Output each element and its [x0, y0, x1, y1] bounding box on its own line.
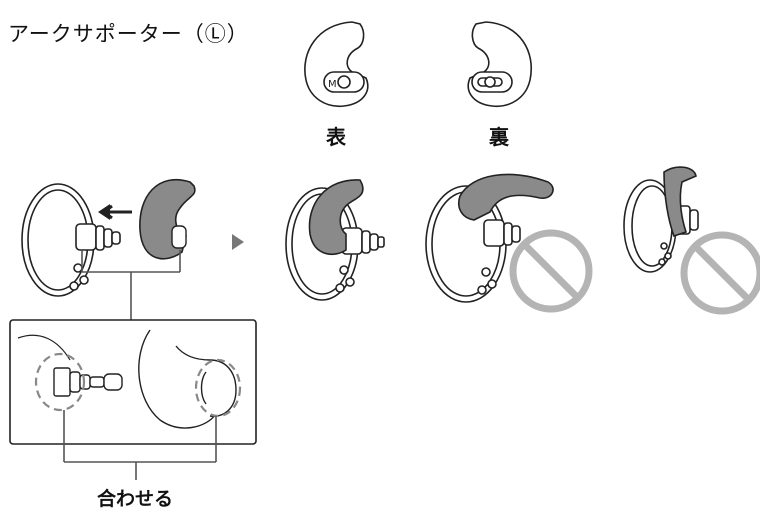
- arc-supporter-back-drawing: [467, 21, 532, 107]
- prohibited-symbol-2: [680, 231, 760, 315]
- arc-supporter-correct: [308, 179, 364, 256]
- next-step-arrow: [232, 234, 244, 250]
- highlight-circle-earbud: [34, 352, 86, 412]
- callout-connector: [81, 250, 181, 320]
- detail-earbud-nozzle: [53, 367, 123, 397]
- front-view-label: 表: [326, 125, 346, 149]
- detail-supporter: [138, 329, 237, 429]
- highlight-circle-supporter: [194, 358, 242, 418]
- match-bracket: [63, 410, 217, 480]
- diagram-title: アークサポーター（Ⓛ）: [8, 22, 249, 46]
- back-view-label: 裏: [489, 125, 509, 149]
- match-label: 合わせる: [97, 488, 174, 510]
- arc-supporter-gray-step1: [139, 179, 196, 260]
- prohibited-symbol-1: [509, 229, 593, 313]
- arc-supporter-front-drawing: M: [304, 21, 369, 107]
- earbud-step1-drawing: [21, 183, 121, 297]
- arc-supporter-incorrect-2: [663, 166, 697, 238]
- detail-connector-left: [17, 334, 71, 361]
- insert-arrow-head: [98, 204, 110, 220]
- size-mark-text: M: [328, 79, 337, 90]
- arc-supporter-incorrect-1: [458, 173, 554, 221]
- earbud-incorrect-1-drawing: [425, 185, 521, 303]
